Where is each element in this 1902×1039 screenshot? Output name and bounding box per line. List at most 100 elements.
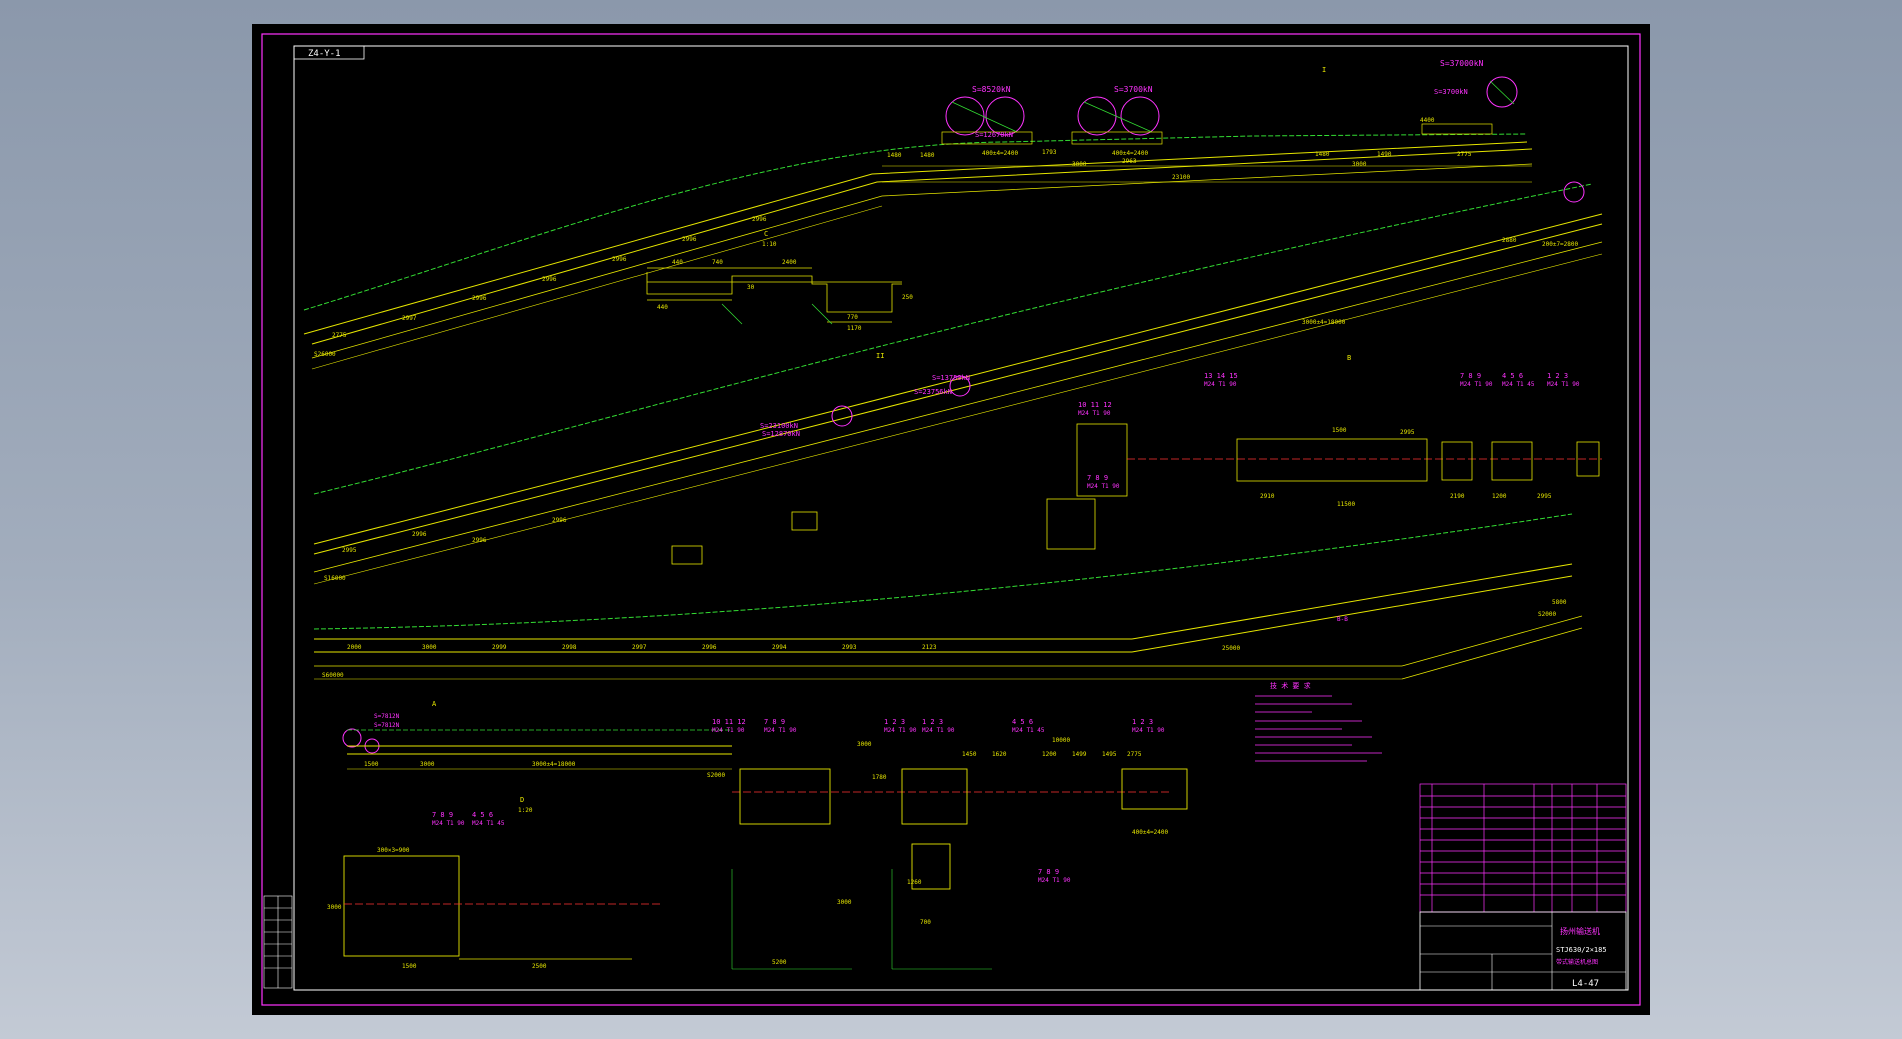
dimension-label: 3000 <box>422 644 437 651</box>
technical-notes: 技 术 要 求 <box>1255 681 1382 762</box>
left-strip <box>263 895 293 989</box>
dimension-label: 30 <box>747 284 755 291</box>
view-a: A S=7812N S=7812N 3000±4=18000 1500 3000… <box>342 700 732 779</box>
dimension-label: 2999 <box>492 644 507 651</box>
dimension-label: 2996 <box>612 256 627 263</box>
dimension-label: 1200 <box>1042 751 1057 758</box>
dimension-label: 1490 <box>1377 151 1392 158</box>
cad-drawing[interactable]: Z4-Y-1 S=8520kN S=12670kN S= <box>252 24 1650 1015</box>
callout-label: M24 T1 90 <box>922 727 955 734</box>
dimension-label: 2998 <box>562 644 577 651</box>
dimension-label: S16000 <box>324 575 346 582</box>
dimension-label: 2775 <box>1457 151 1472 158</box>
drawing-sheet: Z4-Y-1 S=8520kN S=12670kN S= <box>252 24 1650 1015</box>
dimension-label: 2996 <box>682 236 697 243</box>
tag-box: Z4-Y-1 <box>293 45 365 60</box>
dimension-label: 440 <box>657 304 668 311</box>
dimension-label: 1495 <box>1102 751 1117 758</box>
tag-box-text: Z4-Y-1 <box>308 49 341 59</box>
dimension-label: S60000 <box>322 672 344 679</box>
parts-list <box>1419 783 1627 913</box>
title-block: 扬州输送机 STJ630/2×185 带式输送机总图 L4-47 <box>1419 911 1627 991</box>
dimension-label: 23100 <box>1172 174 1190 181</box>
conveyor-view-top: S=8520kN S=12670kN S=3700kN S=37000kN S=… <box>303 59 1533 370</box>
callout-label: 7 8 9 <box>1460 372 1481 380</box>
dimension-label: 2993 <box>842 644 857 651</box>
view-label-ii: II <box>876 352 884 360</box>
dimension-label: 200±7=2800 <box>1542 241 1579 248</box>
dimension-label: 2995 <box>1400 429 1415 436</box>
dimension-label: 1500 <box>364 761 379 768</box>
dimension-label: 1620 <box>992 751 1007 758</box>
callout-label: M24 T1 90 <box>764 727 797 734</box>
dimension-label: 3000 <box>857 741 872 748</box>
view-label: D <box>520 796 524 804</box>
dimension-label: 3000 <box>1352 161 1367 168</box>
dimension-label: 1260 <box>907 879 922 886</box>
dimension-label: 2880 <box>1502 237 1517 244</box>
force-label: S=7812N <box>374 722 400 729</box>
dimension-label: 5200 <box>772 959 787 966</box>
dimension-label: 3000±4=18000 <box>532 761 576 768</box>
force-label: S=12870kN <box>762 430 800 438</box>
force-label: S=7812N <box>374 713 400 720</box>
dimension-label: 2910 <box>1260 493 1275 500</box>
force-label: S=23756kN <box>914 388 952 396</box>
dimension-label: 400±4=2400 <box>1132 829 1169 836</box>
view-label: 1:10 <box>762 241 777 248</box>
dimension-label: 1170 <box>847 325 862 332</box>
callout-label: 1 2 3 <box>884 718 905 726</box>
notes-title: 技 术 要 求 <box>1270 681 1311 690</box>
callout-label: 10 11 12 <box>1078 401 1112 409</box>
outer-frame <box>261 33 1641 1006</box>
dimension-label: 5800 <box>1552 599 1567 606</box>
company-name: 扬州输送机 <box>1560 926 1600 936</box>
callout-label: 7 8 9 <box>764 718 785 726</box>
callout-label: M24 T1 90 <box>1132 727 1165 734</box>
dimension-label: 2500 <box>532 963 547 970</box>
dimension-label: 2190 <box>1450 493 1465 500</box>
dimension-label: 3000 <box>420 761 435 768</box>
dimension-label: 2996 <box>542 276 557 283</box>
dimension-label: 3000±4=18000 <box>1302 319 1346 326</box>
callout-label: M24 T1 90 <box>1204 381 1237 388</box>
callout-label: M24 T1 90 <box>1460 381 1493 388</box>
callout-label: 1 2 3 <box>922 718 943 726</box>
dimension-label: 1200 <box>1492 493 1507 500</box>
dimension-label: 1793 <box>1042 149 1057 156</box>
detail-c: C 1:10 440 740 2400 440 30 770 1170 250 <box>646 230 913 332</box>
callout-label: 7 8 9 <box>1038 868 1059 876</box>
dimension-label: 250 <box>902 294 913 301</box>
callout-label: M24 T1 90 <box>432 820 465 827</box>
drawing-number: L4-47 <box>1572 979 1599 989</box>
force-label: S=3700kN <box>1114 85 1153 94</box>
callout-label: M24 T1 90 <box>1078 410 1111 417</box>
inner-frame <box>293 45 1629 991</box>
callout-label: 4 5 6 <box>472 811 493 819</box>
dimension-label: 1500 <box>1332 427 1347 434</box>
model-text: STJ630/2×185 <box>1556 946 1607 954</box>
dimension-label: 2963 <box>1122 158 1137 165</box>
dimension-label: 1780 <box>872 774 887 781</box>
dimension-label: 10000 <box>1052 737 1070 744</box>
dimension-label: 1480 <box>1315 151 1330 158</box>
dimension-label: 2000 <box>347 644 362 651</box>
plan-view-ii: 2910 11500 2995 2190 1200 2995 1500 10 1… <box>1046 372 1602 550</box>
dimension-label: 3000 <box>327 904 342 911</box>
callout-label: M24 T1 45 <box>472 820 505 827</box>
dimension-label: 1499 <box>1072 751 1087 758</box>
view-label: 1:20 <box>518 807 533 814</box>
dimension-label: 2996 <box>472 295 487 302</box>
dimension-label: 2123 <box>922 644 937 651</box>
dimension-label: 1480 <box>920 152 935 159</box>
dimension-label: 2996 <box>552 517 567 524</box>
dimension-label: 2400 <box>782 259 797 266</box>
callout-label: M24 T1 90 <box>884 727 917 734</box>
detail-d-base: D 1:20 7 8 9 M24 T1 90 4 5 6 M24 T1 45 3… <box>327 796 662 970</box>
force-label: S=13750kN <box>932 374 970 382</box>
dimension-label: 740 <box>712 259 723 266</box>
callout-label: 10 11 12 <box>712 718 746 726</box>
force-label: S=23100kN <box>760 422 798 430</box>
dimension-label: 2995 <box>1537 493 1552 500</box>
conveyor-view-mid: S=23100kN S=12870kN S=23756kN S=13750kN … <box>313 181 1603 585</box>
